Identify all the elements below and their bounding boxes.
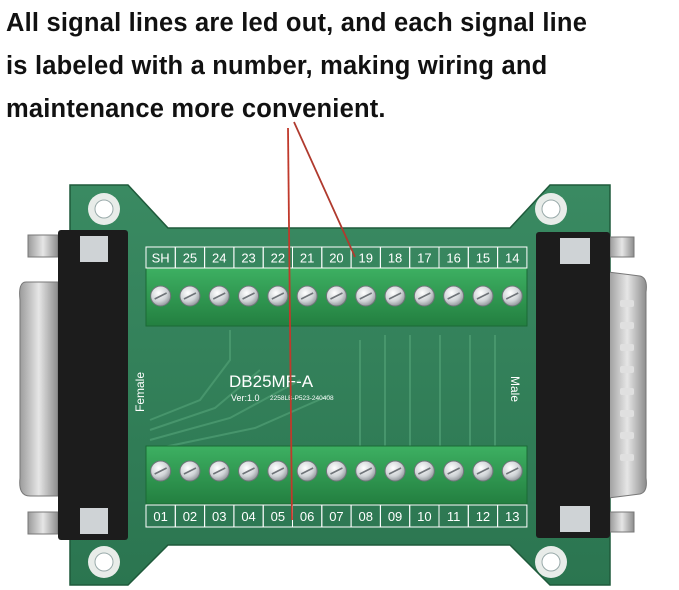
terminal-screw-icon[interactable] — [296, 285, 318, 307]
terminal-screw-icon[interactable] — [325, 460, 347, 482]
top-terminal-number: 25 — [183, 251, 197, 266]
terminal-screw-icon[interactable] — [443, 460, 465, 482]
terminal-screw-icon[interactable] — [267, 460, 289, 482]
caption-line-2: is labeled with a number, making wiring … — [6, 52, 548, 80]
caption-line-3: maintenance more convenient. — [6, 95, 386, 123]
mounting-hole-top-right — [535, 193, 567, 225]
terminal-screw-icon[interactable] — [472, 460, 494, 482]
top-terminal-number: 23 — [241, 251, 255, 266]
terminal-screw-icon[interactable] — [150, 285, 172, 307]
db25-male-connector — [536, 232, 647, 538]
pcb-board — [69, 184, 611, 586]
terminal-block-top — [145, 267, 528, 327]
top-terminal-number: 24 — [212, 251, 226, 266]
board-version: Ver:1.0 — [231, 393, 260, 403]
terminal-screw-icon[interactable] — [384, 460, 406, 482]
female-label: Female — [133, 372, 147, 412]
bottom-terminal-number: 08 — [359, 509, 373, 524]
top-terminal-number: 14 — [505, 251, 519, 266]
terminal-screw-icon[interactable] — [501, 460, 523, 482]
bottom-terminal-number: 12 — [476, 509, 490, 524]
mounting-hole-bottom-right — [535, 546, 567, 578]
bottom-terminal-number: 10 — [417, 509, 431, 524]
bottom-terminal-number: 05 — [271, 509, 285, 524]
terminal-screw-icon[interactable] — [384, 285, 406, 307]
board-model: DB25MF-A — [229, 372, 314, 391]
pointer-line-to-top-labels — [293, 121, 356, 258]
top-terminal-number: 16 — [446, 251, 460, 266]
top-terminal-number: SH — [152, 251, 170, 266]
bottom-terminal-number: 09 — [388, 509, 402, 524]
terminal-screw-icon[interactable] — [208, 460, 230, 482]
bottom-terminal-number: 03 — [212, 509, 226, 524]
terminal-screw-icon[interactable] — [179, 460, 201, 482]
pointer-line-to-bottom-labels — [287, 127, 293, 521]
male-label: Male — [508, 376, 522, 402]
top-terminal-label: 14 — [497, 246, 528, 269]
top-terminal-number: 20 — [329, 251, 343, 266]
terminal-screw-icon[interactable] — [238, 285, 260, 307]
terminal-screw-icon[interactable] — [238, 460, 260, 482]
caption: All signal lines are led out, and each s… — [6, 2, 676, 131]
bottom-terminal-number: 06 — [300, 509, 314, 524]
top-terminal-number: 15 — [476, 251, 490, 266]
bottom-terminal-label: 13 — [497, 504, 528, 528]
terminal-labels-top: SH 25 24 23 22 21 20 19 18 17 16 15 14 — [145, 246, 528, 269]
caption-line-1: All signal lines are led out, and each s… — [6, 9, 588, 37]
mounting-hole-bottom-left — [88, 546, 120, 578]
terminal-screw-icon[interactable] — [325, 285, 347, 307]
top-terminal-number: 19 — [359, 251, 373, 266]
top-terminal-number: 17 — [417, 251, 431, 266]
terminal-screw-icon[interactable] — [413, 285, 435, 307]
bottom-terminal-number: 11 — [447, 509, 461, 524]
db25-female-connector — [19, 230, 128, 540]
terminal-screw-icon[interactable] — [355, 285, 377, 307]
terminal-screw-icon[interactable] — [443, 285, 465, 307]
terminal-screw-icon[interactable] — [296, 460, 318, 482]
terminal-screw-icon[interactable] — [267, 285, 289, 307]
mounting-hole-top-left — [88, 193, 120, 225]
bottom-terminal-number: 04 — [241, 509, 255, 524]
bottom-terminal-number: 01 — [153, 509, 167, 524]
pcb-traces — [149, 330, 496, 451]
bottom-terminal-number: 02 — [183, 509, 197, 524]
top-terminal-number: 18 — [388, 251, 402, 266]
top-terminal-number: 21 — [300, 251, 314, 266]
terminal-screw-icon[interactable] — [472, 285, 494, 307]
terminal-screw-icon[interactable] — [150, 460, 172, 482]
board-serial: 2258LB-P523-240408 — [270, 395, 334, 402]
terminal-labels-bottom: 01 02 03 04 05 06 07 08 09 10 11 12 13 — [145, 504, 528, 528]
terminal-screw-icon[interactable] — [501, 285, 523, 307]
bottom-terminal-number: 07 — [329, 509, 343, 524]
terminal-screw-icon[interactable] — [355, 460, 377, 482]
terminal-screw-icon[interactable] — [179, 285, 201, 307]
bottom-terminal-number: 13 — [505, 509, 519, 524]
terminal-screw-icon[interactable] — [208, 285, 230, 307]
terminal-block-bottom — [145, 445, 528, 505]
top-terminal-number: 22 — [271, 251, 285, 266]
terminal-screw-icon[interactable] — [413, 460, 435, 482]
